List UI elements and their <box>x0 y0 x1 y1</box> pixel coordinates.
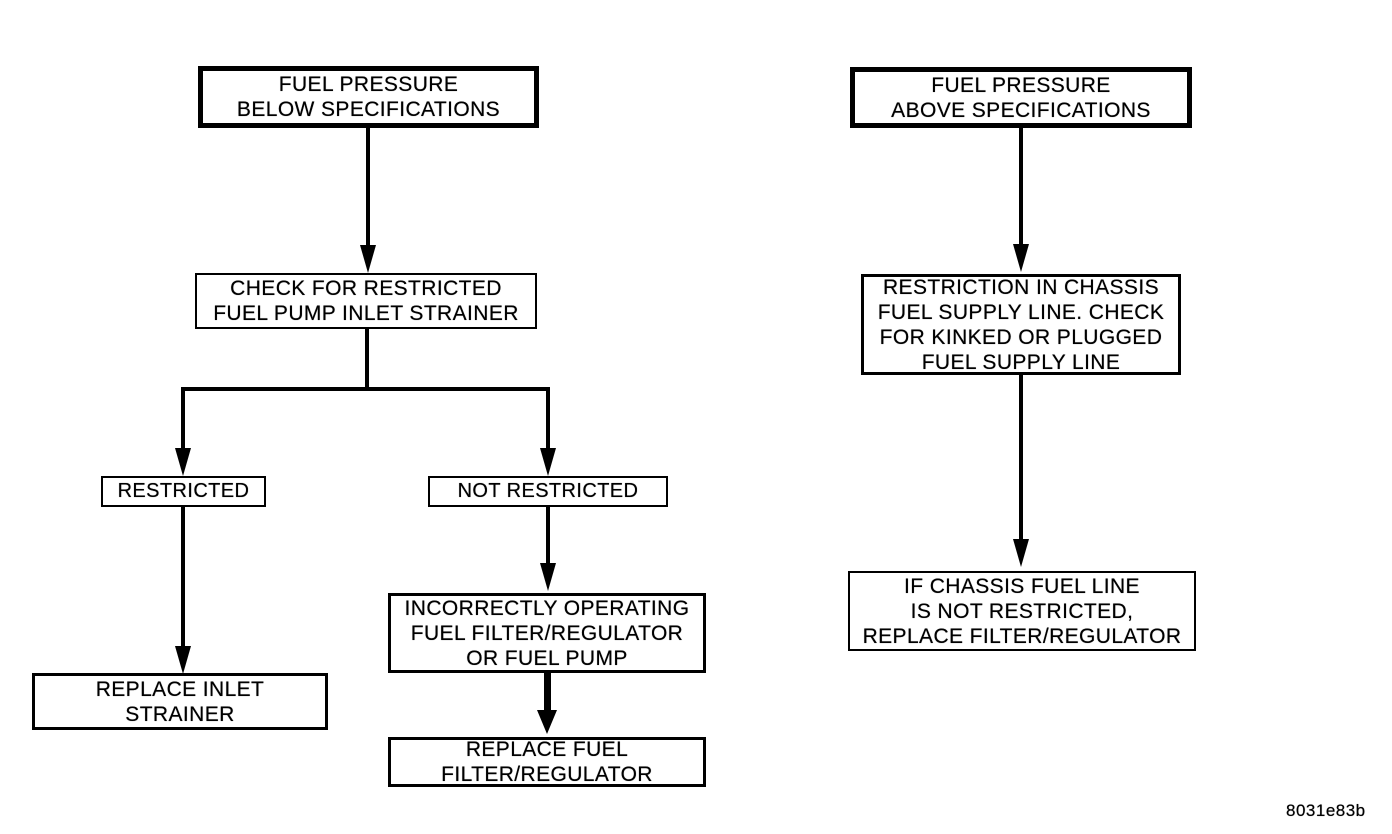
flow-line-branch-not-restricted <box>546 387 550 450</box>
figure-code-label: 8031e83b <box>1286 801 1366 820</box>
flow-line-restriction-to-conclusion <box>1019 375 1023 541</box>
node-check-fuel-pump-inlet-strainer: CHECK FOR RESTRICTED FUEL PUMP INLET STR… <box>195 273 537 329</box>
flow-line-branch-restricted <box>181 387 185 450</box>
flow-line-above-start-to-restriction <box>1019 128 1023 246</box>
node-incorrectly-operating-filter-regulator-or-pump: INCORRECTLY OPERATING FUEL FILTER/REGULA… <box>388 593 706 673</box>
flow-line-check-branch-stem <box>365 329 369 387</box>
arrow-down-icon <box>1013 539 1029 567</box>
node-restriction-in-chassis-fuel-supply-line: RESTRICTION IN CHASSIS FUEL SUPPLY LINE.… <box>861 274 1181 375</box>
flow-line-not-restricted-to-faulty <box>546 507 550 565</box>
flow-line-faulty-to-replace-filter <box>544 673 551 711</box>
arrow-down-icon <box>540 563 556 591</box>
node-replace-inlet-strainer: REPLACE INLET STRAINER <box>32 673 328 730</box>
node-replace-filter-regulator-if-line-not-restricted: IF CHASSIS FUEL LINE IS NOT RESTRICTED, … <box>848 571 1196 651</box>
arrow-down-icon <box>537 710 557 734</box>
arrow-down-icon <box>1013 244 1029 272</box>
node-replace-fuel-filter-regulator: REPLACE FUEL FILTER/REGULATOR <box>388 737 706 787</box>
node-not-restricted: NOT RESTRICTED <box>428 476 668 507</box>
node-fuel-pressure-above-specifications: FUEL PRESSURE ABOVE SPECIFICATIONS <box>850 67 1192 128</box>
arrow-down-icon <box>360 245 376 273</box>
node-restricted: RESTRICTED <box>101 476 266 507</box>
flow-line-branch-horizontal <box>181 387 549 391</box>
flow-line-below-start-to-check <box>366 128 370 247</box>
flow-line-restricted-to-replace-strainer <box>181 507 185 648</box>
arrow-down-icon <box>175 646 191 674</box>
node-fuel-pressure-below-specifications: FUEL PRESSURE BELOW SPECIFICATIONS <box>198 66 539 128</box>
arrow-down-icon <box>175 448 191 476</box>
arrow-down-icon <box>540 448 556 476</box>
